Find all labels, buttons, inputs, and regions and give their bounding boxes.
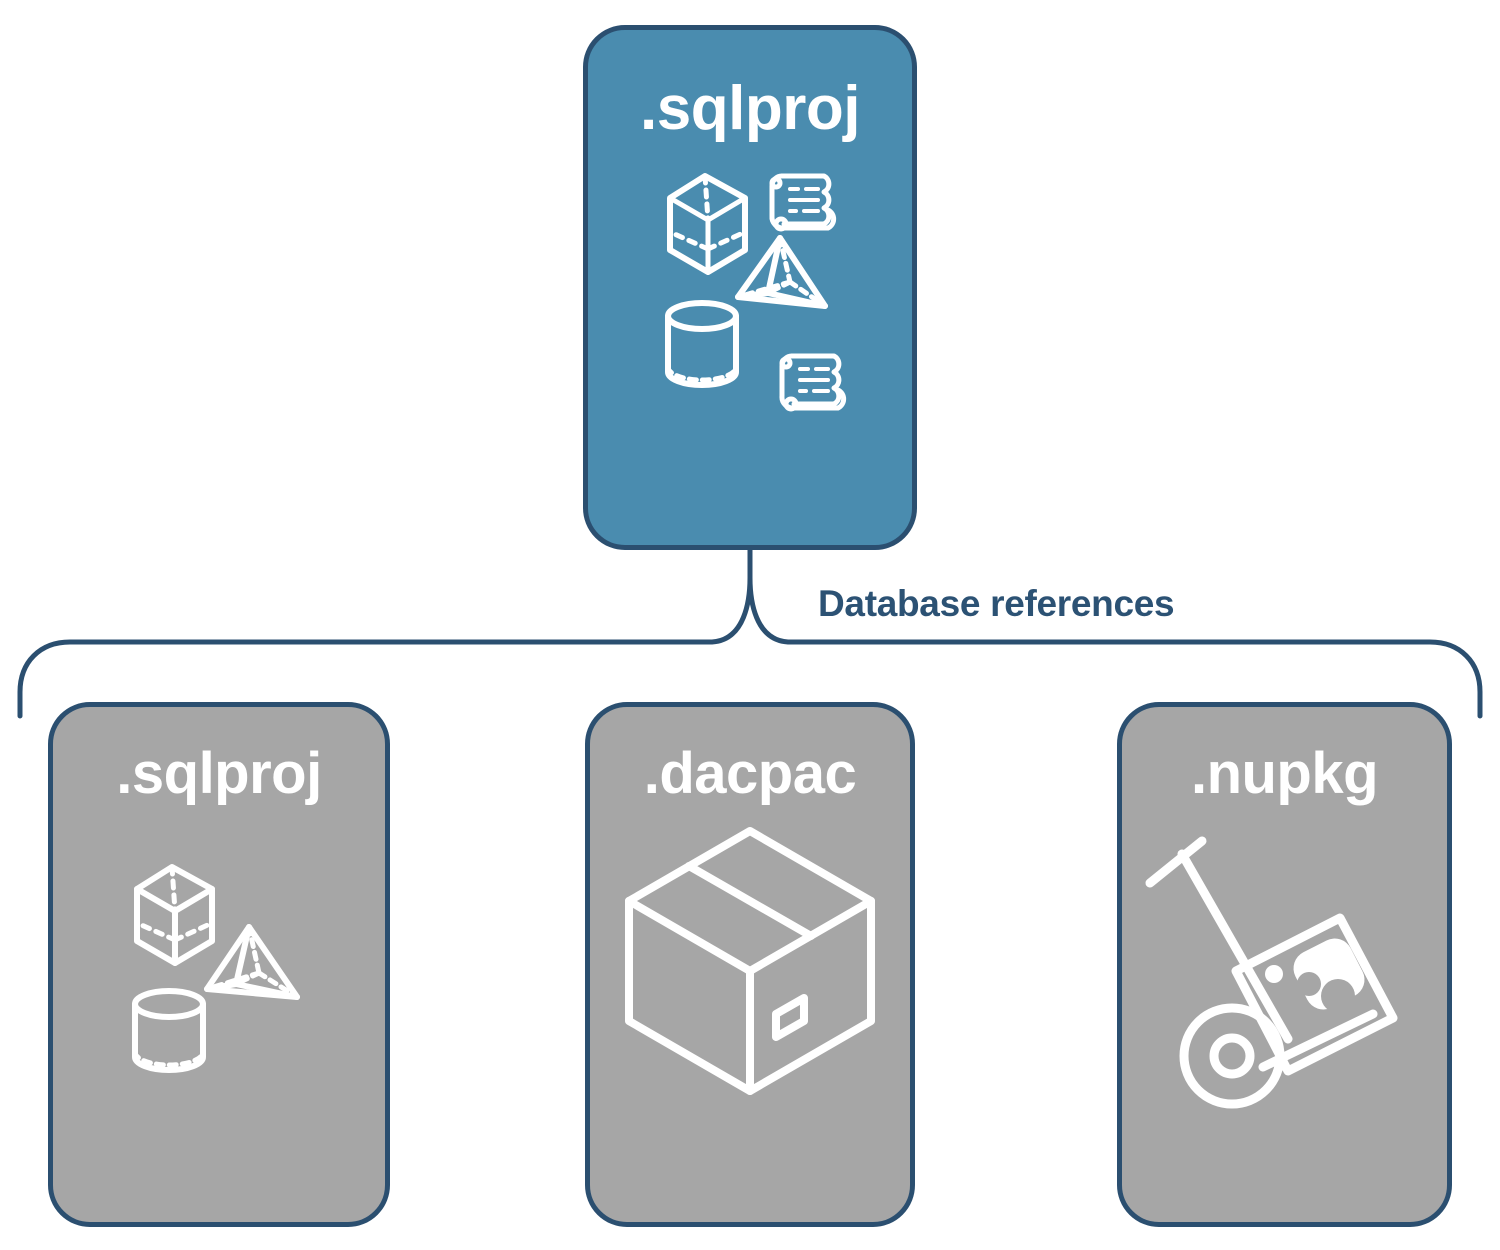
- pyramid-icon: [735, 235, 828, 309]
- edge-label-database-references: Database references: [818, 583, 1175, 624]
- node-child-sqlproj-title: .sqlproj: [116, 741, 322, 806]
- cube-icon: [134, 864, 215, 966]
- node-child-dacpac-title: .dacpac: [643, 741, 857, 806]
- pyramid-icon: [204, 924, 300, 1000]
- node-root-sqlproj[interactable]: .sqlproj: [583, 25, 917, 550]
- node-child-sqlproj[interactable]: .sqlproj: [48, 702, 390, 1227]
- node-root-sqlproj-icons: [650, 154, 850, 424]
- node-child-sqlproj-icons: [109, 849, 329, 1079]
- scroll-icon: [779, 353, 847, 412]
- node-child-nupkg-icon: [1145, 821, 1410, 1111]
- scroll-icon: [769, 173, 837, 232]
- node-root-sqlproj-title: .sqlproj: [640, 74, 860, 143]
- node-child-nupkg[interactable]: .nupkg: [1117, 702, 1452, 1227]
- cube-icon: [667, 173, 748, 275]
- package-box-icon: [625, 827, 875, 1095]
- node-child-dacpac-icon: [625, 825, 875, 1115]
- cylinder-icon: [132, 988, 206, 1073]
- node-child-dacpac[interactable]: .dacpac: [585, 702, 915, 1227]
- node-child-nupkg-title: .nupkg: [1190, 741, 1379, 806]
- nuget-glyph-icon: [1264, 938, 1364, 1013]
- package-box-icon: [1231, 913, 1397, 1076]
- cylinder-icon: [665, 300, 739, 388]
